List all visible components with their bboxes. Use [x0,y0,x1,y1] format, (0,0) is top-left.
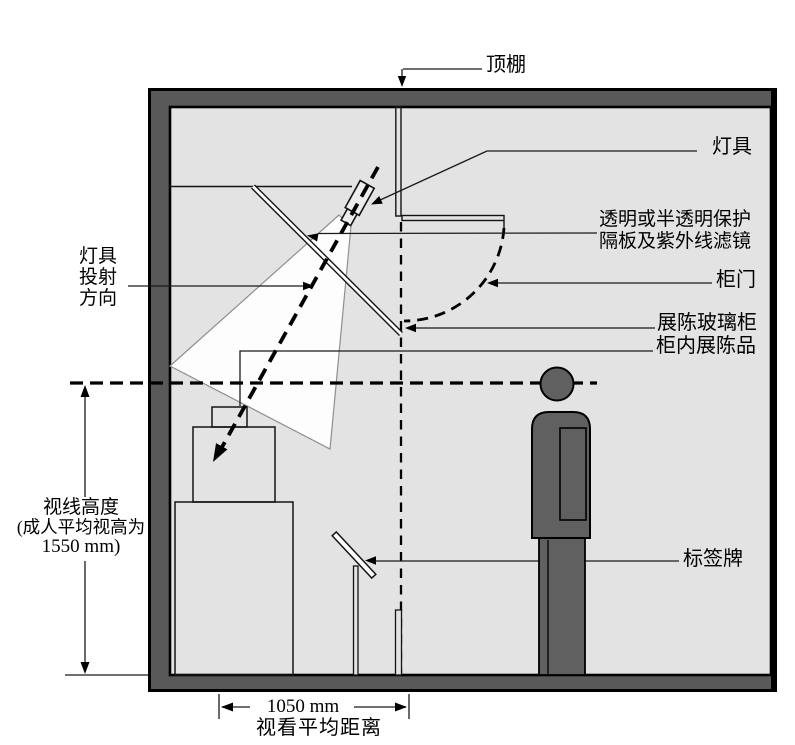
viewer-person [531,366,591,676]
uv-filter-leader [307,232,598,242]
label-sight-height-line3: 1550 mm) [41,536,121,557]
label-uv-filter: 透明或半透明保护 隔板及紫外线滤镜 [599,209,751,252]
label-plate [331,530,377,580]
sight-height-dimension [65,385,148,676]
leader-lines [128,68,712,333]
person-head [539,366,575,402]
case-base-post [394,609,403,676]
label-sight-height-line2: (成人平均视高为 [16,516,146,537]
label-projection-direction: 灯具 投射 方向 [79,246,117,309]
label-projection-line1: 灯具 [79,246,118,267]
label-projection-line3: 方向 [79,288,118,309]
cabinet-door-leader [487,278,712,288]
label-cabinet-door: 柜门 [716,269,756,291]
cabinet-door-swing-arc [403,227,506,323]
projection-direction-arrow [213,166,380,462]
glass-case-leader [405,323,655,333]
exhibit-leader-line [239,350,653,406]
viewing-distance-dimension [218,694,410,719]
label-uv-filter-line2: 隔板及紫外线滤镜 [599,230,752,252]
label-viewing-distance-caption: 视看平均距离 [256,717,382,739]
person-legs [538,537,586,676]
exhibit-object [211,406,248,428]
label-glass-case: 展陈玻璃柜 [657,312,757,334]
label-plate-stand [352,565,359,676]
projection-label-leader [128,281,314,291]
person-arm [559,427,587,521]
label-viewing-distance-value: 1050 mm [266,696,340,717]
person-torso [531,411,591,539]
label-sight-height: 视线高度 (成人平均视高为 1550 mm) [2,498,160,557]
label-uv-filter-line1: 透明或半透明保护 [599,209,752,230]
label-projection-line2: 投射 [79,267,118,288]
label-plate-text: 标签牌 [683,548,743,570]
ceiling-leader [397,68,482,87]
luminaire-leader [371,150,697,205]
label-ceiling: 顶棚 [486,54,526,76]
label-plate-leader [365,556,679,565]
label-luminaire: 灯具 [712,136,752,158]
case-partition [395,106,505,229]
label-exhibit: 柜内展陈品 [656,335,756,357]
label-sight-height-line1: 视线高度 [42,497,119,518]
